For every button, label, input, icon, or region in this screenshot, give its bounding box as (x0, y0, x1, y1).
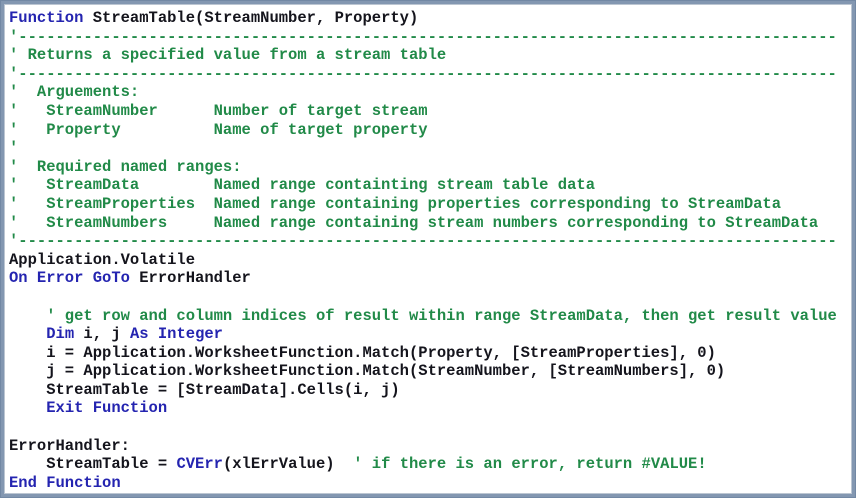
code-line: '---------------------------------------… (9, 232, 837, 251)
code-line: StreamTable = [StreamData].Cells(i, j) (9, 380, 400, 399)
code-line: ' (9, 139, 19, 158)
code-line: ' StreamData Named range containting str… (9, 176, 595, 195)
code-line: ErrorHandler: (9, 436, 130, 455)
code-line: ' StreamNumbers Named range containing s… (9, 213, 819, 232)
code-line: i = Application.WorksheetFunction.Match(… (9, 343, 716, 362)
code-line (9, 418, 851, 437)
code-line: Function StreamTable(StreamNumber, Prope… (9, 9, 419, 27)
code-line: End Function (9, 473, 121, 492)
code-line: On Error GoTo ErrorHandler (9, 269, 251, 288)
code-line (9, 288, 851, 307)
code-line: Application.Volatile (9, 250, 196, 269)
code-line: ' Required named ranges: (9, 157, 242, 176)
code-line: ' StreamProperties Named range containin… (9, 194, 782, 213)
code-line: j = Application.WorksheetFunction.Match(… (9, 362, 726, 381)
code-lines: Function StreamTable(StreamNumber, Prope… (9, 9, 851, 492)
code-line: ' StreamNumber Number of target stream (9, 101, 428, 120)
code-line: ' get row and column indices of result w… (9, 306, 837, 325)
code-line: '---------------------------------------… (9, 64, 837, 83)
code-line: StreamTable = CVErr(xlErrValue) ' if the… (9, 455, 707, 474)
code-editor[interactable]: Function StreamTable(StreamNumber, Prope… (5, 5, 851, 493)
code-line: ' Arguements: (9, 83, 140, 102)
code-line: '---------------------------------------… (9, 27, 837, 46)
code-line: ' Property Name of target property (9, 120, 428, 139)
code-line: Dim i, j As Integer (46, 325, 223, 344)
code-line: ' Returns a specified value from a strea… (9, 46, 447, 65)
code-line: Exit Function (46, 399, 168, 418)
